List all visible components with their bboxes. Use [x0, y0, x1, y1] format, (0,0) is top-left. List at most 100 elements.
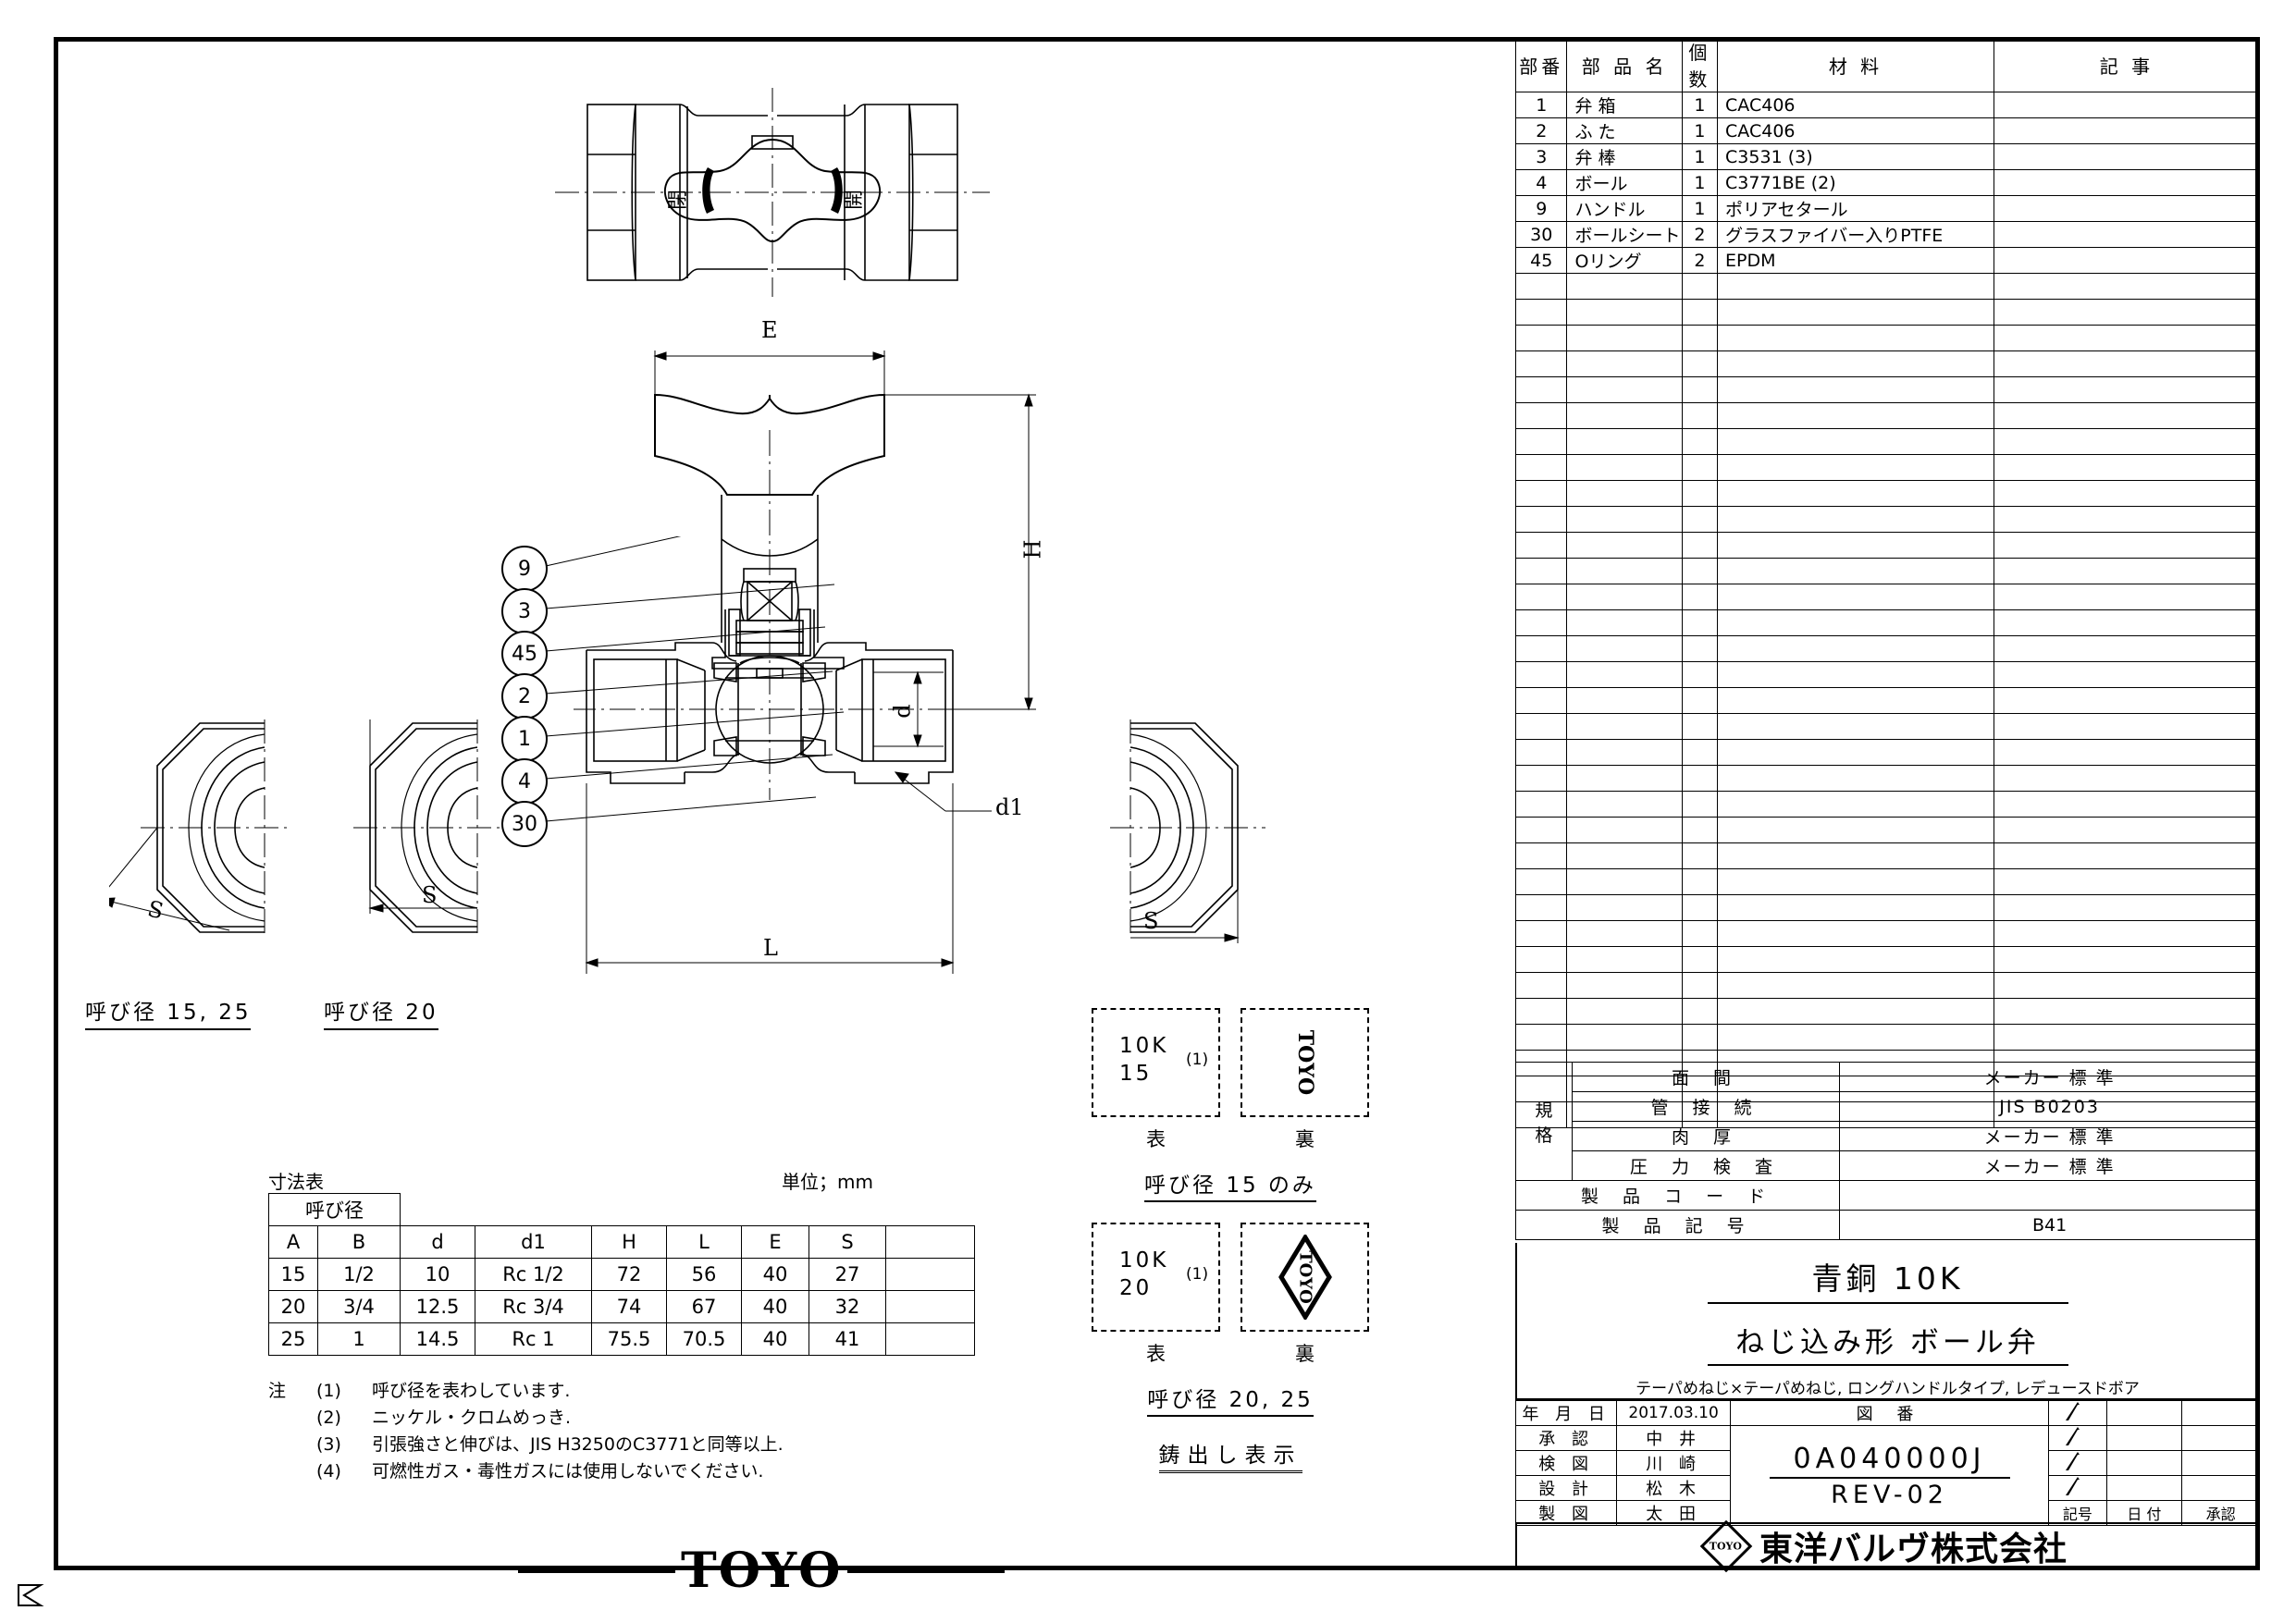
casting-mark-back-20: TOYO — [1241, 1223, 1369, 1332]
parts-row-blank — [1514, 1024, 2261, 1051]
dimension-label-d1: d1 — [995, 794, 1024, 820]
toyo-diamond-logo-icon: TOYO — [1699, 1519, 1753, 1573]
parts-row-blank — [1514, 584, 2261, 610]
parts-cell-no: 1 — [1514, 92, 1568, 118]
parts-cell-no: 30 — [1514, 221, 1568, 248]
product-title-sub: ねじ込み形 ボール弁 — [1735, 1326, 2040, 1359]
note-item: 注 (1) 呼び径を表わしています. — [268, 1378, 784, 1405]
casting-group-caption-20: 呼び径 20, 25 — [1147, 1388, 1314, 1417]
parts-cell-material: CAC406 — [1717, 92, 1994, 118]
parts-row-blank — [1514, 998, 2261, 1025]
dim-cell: 12.5 — [400, 1290, 475, 1323]
casting-mark-front-15-sup: (1) — [1186, 1051, 1209, 1069]
revision-cell — [2048, 1475, 2107, 1501]
logo-rule-right — [847, 1568, 1006, 1573]
balloon-leaders — [500, 536, 1073, 851]
note-number: (2) — [316, 1408, 341, 1428]
parts-header-2: 個数 — [1681, 37, 1719, 92]
parts-row-blank — [1514, 558, 2261, 584]
approval-role-label: 設 計 — [1514, 1475, 1618, 1501]
product-title-main: 青銅 10K — [1811, 1260, 1964, 1297]
dim-cell: 56 — [666, 1258, 742, 1291]
parts-cell-name: ふ た — [1566, 117, 1683, 144]
parts-cell-name: 弁 棒 — [1566, 143, 1683, 170]
parts-row-blank — [1514, 842, 2261, 869]
revision-footer-1: 日 付 — [2105, 1500, 2183, 1526]
parts-cell-no: 9 — [1514, 195, 1568, 222]
end-view-15-25: S — [109, 712, 313, 943]
end-view-15-25-caption: 呼び径 15, 25 — [85, 994, 252, 1030]
revision-cell — [2048, 1450, 2107, 1476]
note-text: ニッケル・クロムめっき. — [372, 1408, 572, 1428]
casting-label-back-20: 裏 — [1295, 1343, 1315, 1365]
note-text: 呼び径を表わしています. — [372, 1381, 571, 1401]
note-text: 可燃性ガス・毒性ガスには使用しないでください. — [372, 1461, 764, 1482]
spec-group-label: 規格 — [1515, 1062, 1573, 1181]
parts-cell-material: C3531 (3) — [1717, 143, 1994, 170]
valve-top-view: 閉 開 — [555, 79, 990, 305]
parts-header-4: 記 事 — [1993, 37, 2261, 92]
toyo-diamond-icon — [1278, 1235, 1332, 1320]
parts-cell-material: CAC406 — [1717, 117, 1994, 144]
parts-row-blank — [1514, 454, 2261, 481]
parts-row-blank — [1514, 609, 2261, 636]
dim-cell — [885, 1258, 975, 1291]
dim-cell — [885, 1290, 975, 1323]
dim-cell: 74 — [591, 1290, 667, 1323]
parts-cell-qty: 2 — [1681, 221, 1719, 248]
dim-cell: 1/2 — [317, 1258, 401, 1291]
company-name: 東洋バルヴ株式会社 — [1759, 1531, 2068, 1568]
spec-row: 圧 力 検 査メーカー 標 準 — [1516, 1150, 2260, 1181]
parts-cell-material: EPDM — [1717, 247, 1994, 274]
note-text: 引張強さと伸びは、JIS H3250のC3771と同等以上. — [372, 1434, 784, 1455]
parts-row-blank — [1514, 868, 2261, 895]
dim-header-A: A — [268, 1225, 318, 1259]
parts-row-blank — [1514, 817, 2261, 843]
spec-value: メーカー 標 準 — [1839, 1150, 2260, 1181]
revision-number: REV-02 — [1831, 1480, 1948, 1509]
logo-rule-left — [518, 1568, 675, 1573]
approval-date-value: 2017.03.10 — [1616, 1400, 1731, 1426]
dimension-table-caption: 寸法表 — [268, 1171, 324, 1193]
revision-cell — [2048, 1400, 2107, 1426]
product-mark-value: B41 — [1839, 1210, 2260, 1240]
parts-cell-name: ハンドル — [1566, 195, 1683, 222]
notes-label: 注 — [268, 1381, 287, 1401]
dim-cell: 70.5 — [666, 1322, 742, 1356]
note-item: (3)引張強さと伸びは、JIS H3250のC3771と同等以上. — [268, 1432, 784, 1458]
parts-row-blank — [1514, 273, 2261, 300]
dim-cell: 27 — [809, 1258, 886, 1291]
parts-row-blank — [1514, 920, 2261, 947]
dim-cell: 41 — [809, 1322, 886, 1356]
parts-cell-name: ボール — [1566, 169, 1683, 196]
note-number: (1) — [316, 1381, 341, 1401]
valve-section-view: E H L d d1 — [574, 317, 1055, 985]
parts-row-blank — [1514, 428, 2261, 455]
parts-cell-qty: 2 — [1681, 247, 1719, 274]
dim-cell: 40 — [741, 1322, 809, 1356]
dim-header-E: E — [741, 1225, 809, 1259]
revision-footer-0: 記号 — [2048, 1500, 2107, 1526]
parts-row-blank — [1514, 713, 2261, 740]
end-view-20-caption: 呼び径 20 — [324, 994, 438, 1030]
spec-value: メーカー 標 準 — [1839, 1062, 2260, 1092]
drawing-no-label: 図 番 — [1729, 1400, 2050, 1426]
parts-row-blank — [1514, 661, 2261, 688]
casting-mark-back-15: TOYO — [1241, 1008, 1369, 1117]
parts-header-0: 部番 — [1514, 37, 1568, 92]
product-title-note: テーパめねじ×テーパめねじ, ロングハンドルタイプ, レデュースドボア — [1636, 1380, 2140, 1398]
dim-header-L: L — [666, 1225, 742, 1259]
product-code-value — [1839, 1180, 2260, 1211]
dim-cell: 40 — [741, 1290, 809, 1323]
note-item: (4)可燃性ガス・毒性ガスには使用しないでください. — [268, 1458, 784, 1485]
parts-cell-name: ボールシート — [1566, 221, 1683, 248]
product-code-key: 製 品 コ ー ド — [1514, 1180, 1841, 1211]
notes-block: 注 (1) 呼び径を表わしています. (2) ニッケル・クロムめっき. (3)引張強さと伸… — [268, 1378, 784, 1485]
balloon-3: 3 — [501, 588, 548, 634]
